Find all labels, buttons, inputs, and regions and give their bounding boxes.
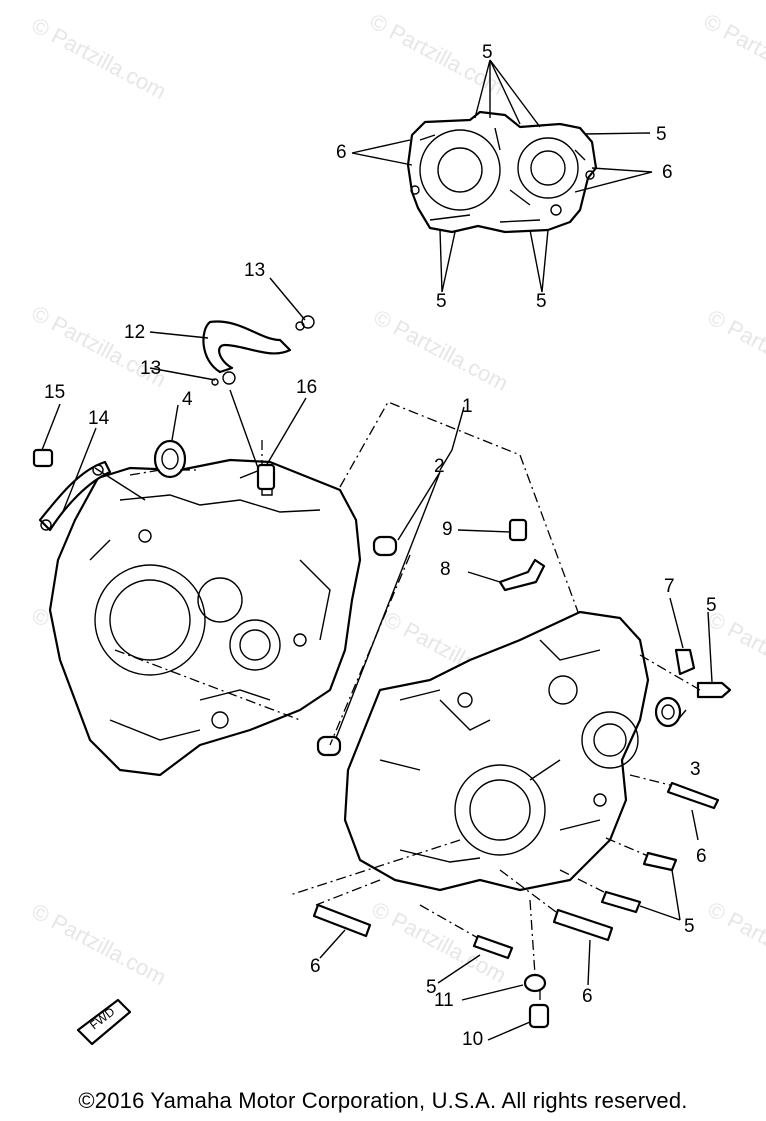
callout-5: 5 bbox=[536, 291, 547, 312]
oil-seal-4 bbox=[153, 439, 187, 479]
callout-6: 6 bbox=[336, 142, 347, 163]
alignment-lines bbox=[114, 401, 701, 1003]
callout-7: 7 bbox=[664, 576, 675, 597]
callout-16: 16 bbox=[296, 377, 317, 398]
bolts-5-6 bbox=[312, 681, 732, 960]
oil-seal-3 bbox=[654, 696, 682, 728]
callout-3: 3 bbox=[690, 759, 701, 780]
callout-6: 6 bbox=[662, 162, 673, 183]
callout-12: 12 bbox=[124, 322, 145, 343]
callout-10: 10 bbox=[462, 1029, 483, 1050]
callout-11: 11 bbox=[434, 990, 454, 1011]
watermark: © Partzilla.com bbox=[28, 12, 171, 104]
callout-labels: 1 2 3 4 5 5 5 5 5 5 5 6 6 6 6 6 7 8 9 10… bbox=[44, 42, 717, 1050]
bracket-8 bbox=[498, 558, 546, 592]
breather-16 bbox=[256, 463, 276, 491]
callout-6: 6 bbox=[582, 986, 593, 1007]
callout-6: 6 bbox=[696, 846, 707, 867]
callout-14: 14 bbox=[88, 408, 110, 429]
crankcase-top-view bbox=[406, 110, 598, 234]
callout-1: 1 bbox=[462, 396, 473, 417]
callout-5: 5 bbox=[656, 124, 667, 145]
drain-plug-10 bbox=[528, 1003, 550, 1029]
dowel-pin-lower bbox=[316, 735, 342, 757]
callout-4: 4 bbox=[182, 389, 193, 410]
callout-5: 5 bbox=[482, 42, 493, 63]
watermark: © Partzilla.com bbox=[700, 8, 766, 100]
watermark: © Partzilla.com bbox=[370, 304, 513, 396]
watermark: © Partzilla.com bbox=[704, 304, 766, 396]
callout-2: 2 bbox=[434, 456, 445, 477]
watermark: © Partzilla.com bbox=[704, 896, 766, 988]
callout-6: 6 bbox=[310, 956, 321, 977]
callout-13: 13 bbox=[140, 358, 161, 379]
clips-13 bbox=[211, 315, 315, 386]
fwd-mark: FWD bbox=[76, 998, 132, 1046]
watermark: © Partzilla.com bbox=[28, 898, 171, 990]
top-view-leaders bbox=[351, 59, 653, 293]
callout-5: 5 bbox=[706, 595, 717, 616]
crankcase-right-half bbox=[343, 610, 650, 892]
crankcase-left-half bbox=[48, 458, 362, 777]
callout-9: 9 bbox=[442, 519, 453, 540]
callout-15: 15 bbox=[44, 382, 65, 403]
dowel-pin-upper bbox=[372, 535, 398, 557]
clamp-7 bbox=[674, 648, 696, 676]
hose-12 bbox=[202, 320, 292, 374]
callout-5: 5 bbox=[426, 977, 437, 998]
washer-11 bbox=[523, 973, 547, 993]
copyright-footer: ©2016 Yamaha Motor Corporation, U.S.A. A… bbox=[78, 1088, 688, 1113]
bolt-9 bbox=[508, 518, 528, 542]
dowel-pins bbox=[316, 535, 398, 757]
callout-13: 13 bbox=[244, 260, 265, 281]
leader-lines bbox=[41, 277, 713, 1041]
bolt-15 bbox=[32, 448, 54, 468]
callout-5: 5 bbox=[684, 916, 695, 937]
callout-8: 8 bbox=[440, 559, 451, 580]
callout-5: 5 bbox=[436, 291, 447, 312]
